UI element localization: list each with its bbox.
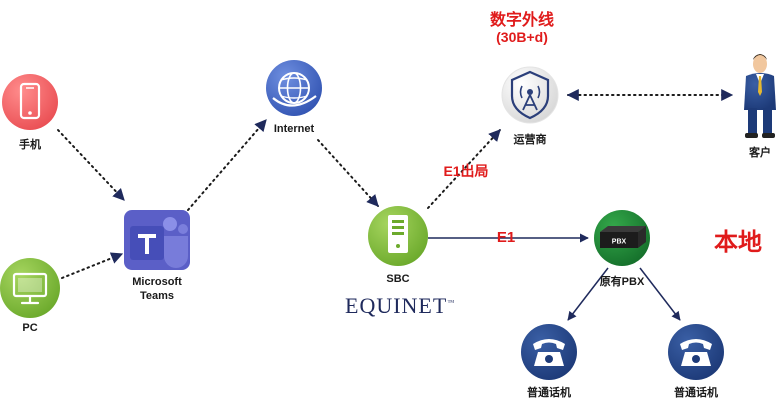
mobile-phone-icon	[2, 74, 58, 130]
server-icon	[368, 206, 428, 266]
internet-label: Internet	[273, 123, 315, 135]
pbx-label: 原有PBX	[599, 276, 645, 288]
brand-tm: ™	[447, 298, 456, 307]
link-label-e1-out: E1出局	[443, 163, 489, 179]
telephone-icon	[521, 324, 577, 380]
brand-text: EQUINET	[345, 293, 448, 318]
tel2-label: 普通话机	[674, 387, 718, 399]
customer-label: 客户	[749, 147, 771, 159]
telephone-icon	[668, 324, 724, 380]
title-line2: (30B+d)	[496, 29, 548, 45]
link-internet-sbc	[317, 139, 379, 207]
businessman-icon	[744, 54, 776, 138]
globe-icon	[266, 60, 322, 116]
monitor-icon	[0, 258, 60, 318]
pbx-box-icon: PBX	[594, 210, 650, 266]
local-label: 本地	[714, 229, 762, 256]
equinet-logo: EQUINET™	[345, 293, 455, 319]
sbc-label: SBC	[386, 273, 410, 285]
pbx-device-text: PBX	[612, 239, 627, 246]
carrier-label: 运营商	[513, 134, 547, 146]
connectors	[57, 89, 734, 321]
link-pc-teams	[61, 252, 124, 279]
phone-label: 手机	[19, 139, 41, 151]
link-pbx-tel2	[639, 267, 681, 321]
tel1-label: 普通话机	[527, 387, 571, 399]
teams-label-line2: Teams	[139, 290, 175, 302]
title-line1: 数字外线	[489, 12, 554, 29]
pc-label: PC	[22, 322, 38, 334]
link-sbc-carrier	[427, 129, 501, 209]
link-pbx-tel1	[567, 267, 609, 321]
link-label-e1: E1	[496, 229, 516, 246]
teams-label-line1: Microsoft	[132, 276, 182, 288]
microsoft-teams-icon	[124, 210, 190, 270]
link-teams-internet	[187, 119, 267, 211]
link-phone-teams	[57, 129, 125, 201]
cell-tower-icon	[501, 66, 559, 124]
